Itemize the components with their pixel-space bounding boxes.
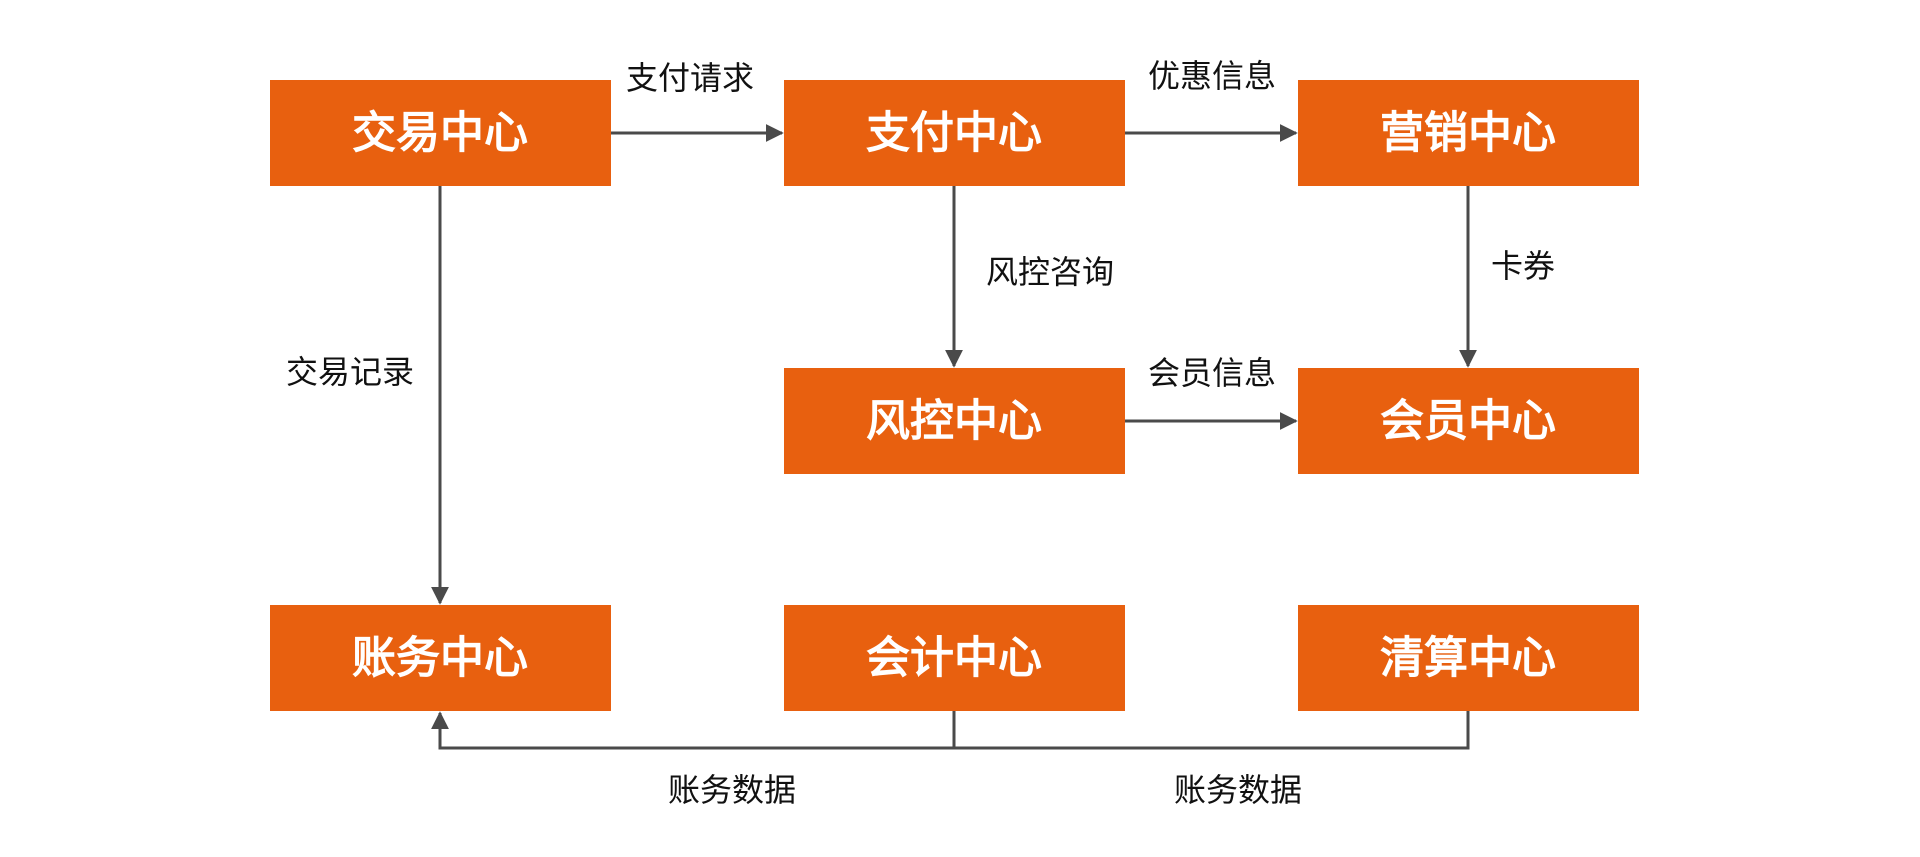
node-risk-center: 风控中心 xyxy=(784,368,1125,474)
node-accounting-center: 会计中心 xyxy=(784,605,1125,711)
edge-label-coupon: 卡券 xyxy=(1491,247,1555,285)
edge-label-risk-consult: 风控咨询 xyxy=(986,253,1114,291)
node-marketing-center: 营销中心 xyxy=(1298,80,1639,186)
edge-label-member-info: 会员信息 xyxy=(1148,354,1276,392)
node-accounting-center-label: 会计中心 xyxy=(866,633,1042,684)
node-member-center: 会员中心 xyxy=(1298,368,1639,474)
node-marketing-center-label: 营销中心 xyxy=(1380,108,1556,159)
node-payment-center: 支付中心 xyxy=(784,80,1125,186)
node-clearing-center: 清算中心 xyxy=(1298,605,1639,711)
node-payment-center-label: 支付中心 xyxy=(866,108,1042,159)
edge-label-ledger-data-right: 账务数据 xyxy=(1174,771,1302,809)
node-account-center: 账务中心 xyxy=(270,605,611,711)
node-clearing-center-label: 清算中心 xyxy=(1380,633,1556,684)
node-trade-center: 交易中心 xyxy=(270,80,611,186)
node-member-center-label: 会员中心 xyxy=(1380,396,1556,447)
edge-label-ledger-data-left: 账务数据 xyxy=(668,771,796,809)
node-risk-center-label: 风控中心 xyxy=(866,396,1042,447)
edge-label-pay-request: 支付请求 xyxy=(626,59,754,97)
edge-label-discount-info: 优惠信息 xyxy=(1148,57,1276,95)
edge-label-trade-record: 交易记录 xyxy=(286,353,414,391)
node-account-center-label: 账务中心 xyxy=(352,633,528,684)
node-trade-center-label: 交易中心 xyxy=(352,108,528,159)
